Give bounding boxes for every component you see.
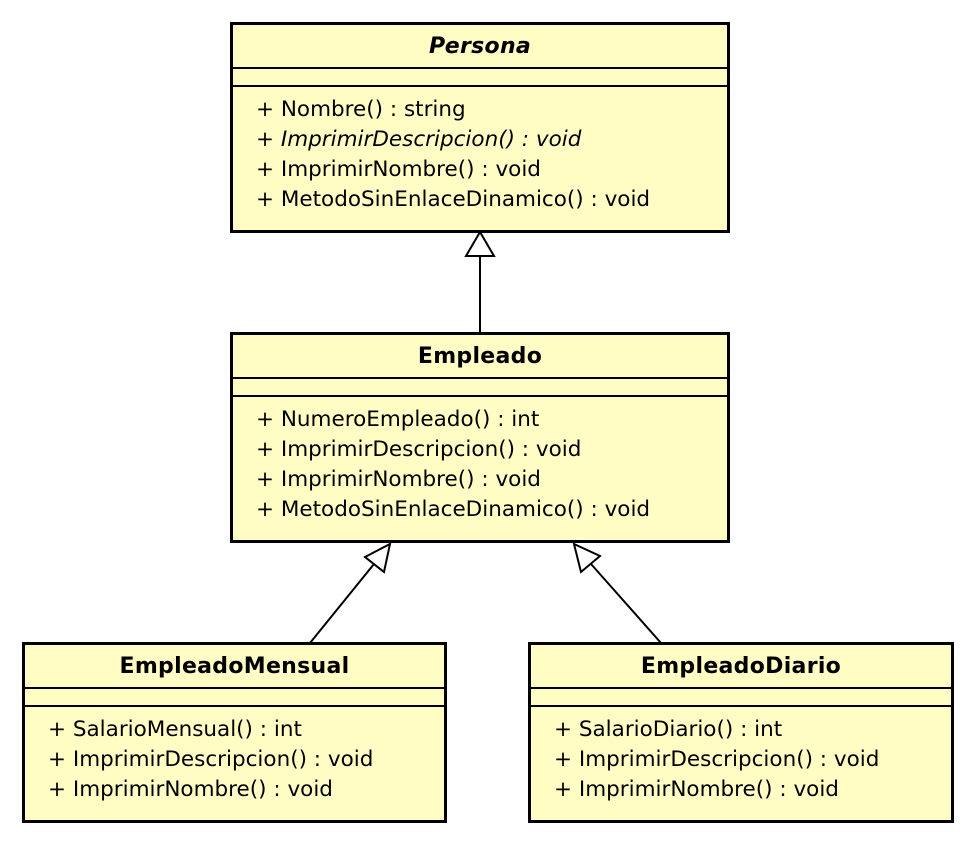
class-empleado-mensual[interactable]: EmpleadoMensual + SalarioMensual() : int… [22, 642, 447, 823]
operations-compartment: + SalarioDiario() : int + ImprimirDescri… [531, 707, 951, 805]
operation: + SalarioMensual() : int [48, 717, 302, 742]
operation-abstract: + ImprimirDescripcion() : void [256, 127, 582, 152]
class-empleado[interactable]: Empleado + NumeroEmpleado() : int + Impr… [230, 332, 730, 543]
generalization-empleadodiario-to-empleado [572, 542, 662, 644]
operation: + SalarioDiario() : int [554, 717, 783, 742]
class-name: Empleado [233, 335, 727, 379]
class-name: Persona [233, 25, 727, 69]
class-empleado-diario[interactable]: EmpleadoDiario + SalarioDiario() : int +… [528, 642, 954, 823]
generalization-empleado-to-persona [464, 230, 496, 333]
operation: + ImprimirDescripcion() : void [256, 437, 582, 462]
operations-compartment: + Nombre() : string + ImprimirDescripcio… [233, 87, 727, 215]
operation: + ImprimirDescripcion() : void [48, 747, 374, 772]
operation: + NumeroEmpleado() : int [256, 407, 540, 432]
operation: + Nombre() : string [256, 97, 466, 122]
attributes-compartment [233, 379, 727, 397]
attributes-compartment [531, 689, 951, 707]
operation: + MetodoSinEnlaceDinamico() : void [256, 187, 651, 212]
attributes-compartment [25, 689, 444, 707]
operation: + ImprimirNombre() : void [256, 157, 541, 182]
class-name: EmpleadoMensual [25, 645, 444, 689]
operation: + MetodoSinEnlaceDinamico() : void [256, 497, 651, 522]
operation: + ImprimirNombre() : void [48, 777, 333, 802]
operations-compartment: + NumeroEmpleado() : int + ImprimirDescr… [233, 397, 727, 525]
operation: + ImprimirNombre() : void [554, 777, 839, 802]
class-name: EmpleadoDiario [531, 645, 951, 689]
operation: + ImprimirNombre() : void [256, 467, 541, 492]
operation: + ImprimirDescripcion() : void [554, 747, 880, 772]
class-persona[interactable]: Persona + Nombre() : string + ImprimirDe… [230, 22, 730, 233]
generalization-empleadomensual-to-empleado [309, 542, 392, 644]
operations-compartment: + SalarioMensual() : int + ImprimirDescr… [25, 707, 444, 805]
attributes-compartment [233, 69, 727, 87]
